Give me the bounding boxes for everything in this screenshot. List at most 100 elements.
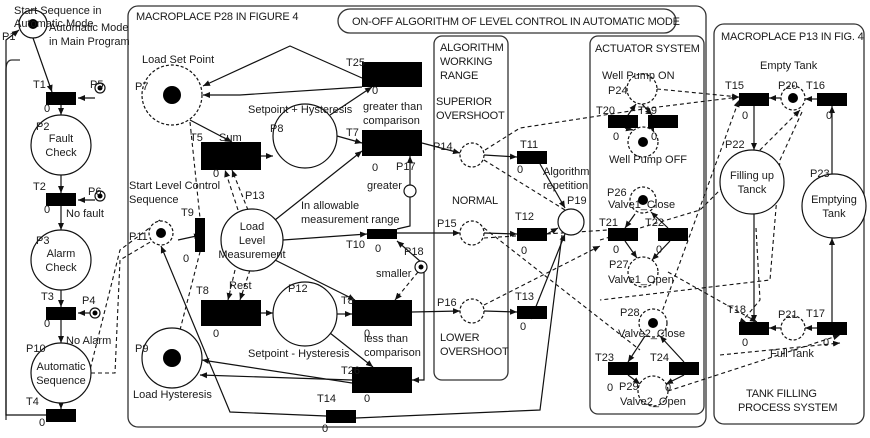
transition-bar xyxy=(352,300,412,326)
arc xyxy=(201,358,353,384)
arc xyxy=(412,272,425,383)
place-p16[interactable]: P16 xyxy=(437,297,485,324)
transition-t8[interactable]: T80 xyxy=(196,285,261,340)
transition-delay-label: 0 xyxy=(651,131,657,143)
place-circle xyxy=(557,208,585,236)
place-p12[interactable]: P12 xyxy=(272,281,338,347)
smaller-label: smaller xyxy=(376,268,412,280)
place-p15[interactable]: P15 xyxy=(437,218,485,246)
dashed-arc xyxy=(719,340,841,356)
automatic-mode-1: Automatic Mode xyxy=(49,22,128,34)
transition-t8[interactable]: T80 xyxy=(341,295,412,340)
frame-actuator xyxy=(589,35,705,415)
token xyxy=(92,310,98,316)
place-p21[interactable]: P21 xyxy=(778,309,806,341)
transition-t1[interactable]: T10 xyxy=(33,79,76,115)
transition-delay-label: 0 xyxy=(372,162,378,174)
working-range-title-2: WORKING xyxy=(440,56,492,68)
place-p7[interactable]: P7 xyxy=(135,64,203,126)
place-circle xyxy=(272,281,338,347)
arc xyxy=(202,45,363,87)
place-p4[interactable]: P4 xyxy=(82,295,101,319)
place-id-label: P15 xyxy=(437,218,457,230)
place-p27[interactable]: P27 xyxy=(609,256,659,288)
load-set-point-label: Load Set Point xyxy=(142,54,214,66)
place-circle xyxy=(459,220,485,246)
greater-than-1: greater than xyxy=(363,101,422,113)
dashed-arc xyxy=(224,169,239,211)
place-inner-label: Level xyxy=(239,235,265,247)
load-hysteresis-label: Load Hysteresis xyxy=(133,389,212,401)
place-id-label: P7 xyxy=(135,81,148,93)
transition-id-label: T15 xyxy=(725,80,744,92)
place-p14[interactable]: P14 xyxy=(433,141,485,168)
place-p17[interactable]: P17 xyxy=(396,161,417,198)
place-id-label: P23 xyxy=(810,168,830,180)
transition-t5[interactable]: T50 xyxy=(190,132,261,180)
place-p20[interactable]: P20 xyxy=(778,80,806,111)
transition-t3[interactable]: T30 xyxy=(41,291,76,330)
transition-t2[interactable]: T20 xyxy=(33,181,76,216)
place-id-label: P14 xyxy=(433,141,453,153)
transition-id-label: T22 xyxy=(645,217,664,229)
arc xyxy=(282,231,368,241)
transition-t9[interactable]: T90 xyxy=(181,207,205,265)
transition-delay-label: 0 xyxy=(322,423,328,433)
place-p19[interactable]: P19 xyxy=(557,195,587,236)
arc xyxy=(624,213,636,229)
dashed-arc xyxy=(226,269,236,301)
place-p24[interactable]: P24 xyxy=(608,73,658,105)
transition-bar xyxy=(739,93,769,106)
place-id-label: P27 xyxy=(609,259,629,271)
place-p29[interactable]: P29 xyxy=(619,375,669,407)
place-id-label: P17 xyxy=(396,161,416,173)
transition-delay-label: 0 xyxy=(665,382,671,394)
place-p1[interactable]: P1 xyxy=(2,9,48,43)
transition-bar xyxy=(352,367,412,393)
arc xyxy=(203,86,363,98)
place-circle xyxy=(637,375,669,407)
frame-working-range xyxy=(433,35,509,381)
place-p28[interactable]: P28 xyxy=(620,307,668,338)
transition-delay-label: 0 xyxy=(44,318,50,330)
transition-t7[interactable]: T70 xyxy=(346,127,422,174)
arc xyxy=(329,332,374,368)
place-p5[interactable]: P5 xyxy=(90,79,106,94)
place-p11[interactable]: P11 xyxy=(129,220,174,246)
place-p18[interactable]: P18 xyxy=(404,246,428,274)
dashed-arc xyxy=(394,271,419,301)
transition-delay-label: 0 xyxy=(613,131,619,143)
place-p8[interactable]: P8 xyxy=(270,103,338,169)
transition-t4[interactable]: T40 xyxy=(26,396,76,429)
arc xyxy=(32,37,53,93)
place-p26[interactable]: P26 xyxy=(607,186,657,214)
place-p6[interactable]: P6 xyxy=(88,186,106,202)
place-p9[interactable]: P9 xyxy=(135,327,203,389)
transition-bar xyxy=(608,115,638,128)
arc xyxy=(483,230,518,237)
dashed-arc xyxy=(667,334,841,392)
